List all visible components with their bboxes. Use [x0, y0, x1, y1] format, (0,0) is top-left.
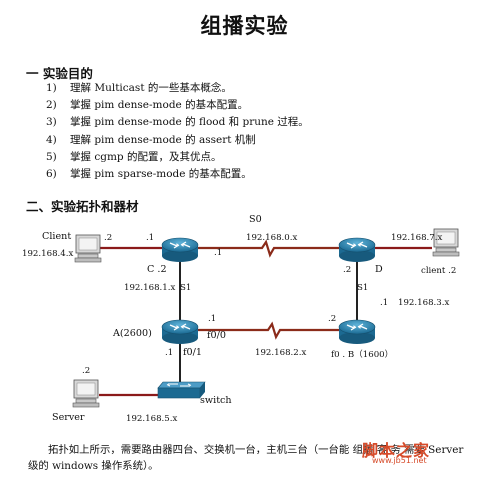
a-right-label: .1 [208, 314, 217, 324]
c-right-label: .1 [214, 248, 223, 258]
router-a-icon [161, 319, 199, 345]
client-name: Client [42, 231, 72, 242]
net-c-a-label: 192.168.1.x [124, 283, 176, 293]
c-left-label: .1 [146, 233, 155, 243]
router-c-label: C .2 [147, 264, 167, 275]
client-host-label: .2 [104, 233, 113, 243]
section-heading-topology: 二、实验拓扑和器材 [26, 199, 139, 214]
body-paragraph: 拓扑如上所示，需要路由器四台、交换机一台，主机三台（一台能 组播 客 务 需要 … [28, 444, 464, 472]
net-d-client2-label: 192.168.7.x [391, 233, 443, 243]
router-c-icon [161, 237, 199, 263]
d-down-label: .1 [380, 298, 389, 308]
objectives-list: 1)理解 Multicast 的一些基本概念。 2)掌握 pim dense-m… [46, 80, 309, 183]
link-a-b-serial [198, 321, 340, 340]
f01-label: f0/1 [183, 347, 202, 358]
f00-label: f0/0 [207, 330, 226, 341]
net-server-label: 192.168.5.x [126, 414, 178, 424]
client-pc-icon [74, 234, 102, 263]
list-item: 4)理解 pim dense-mode 的 assert 机制 [46, 133, 256, 146]
client-net-label: 192.168.4.x [22, 249, 74, 259]
router-a-label: A(2600) [113, 328, 152, 339]
list-item: 2)掌握 pim dense-mode 的基本配置。 [46, 99, 249, 112]
router-d-label: D [375, 264, 383, 275]
watermark-url: www.jb51.net [372, 456, 427, 465]
b-left-label: .2 [328, 314, 337, 324]
net-c-d-label: 192.168.0.x [246, 233, 298, 243]
net-a-b-label: 192.168.2.x [255, 348, 307, 358]
router-b-icon [338, 319, 376, 345]
s1-left-label: S1 [180, 283, 192, 293]
server-pc-icon [72, 379, 100, 408]
server-label: Server [52, 412, 85, 423]
list-item: 3)掌握 pim dense-mode 的 flood 和 prune 过程。 [46, 116, 309, 129]
page-title: 组播实验 [200, 13, 289, 38]
list-item: 5)掌握 cgmp 的配置，及其优点。 [46, 150, 222, 163]
router-d-icon [338, 237, 376, 263]
section-heading-objectives: 一 实验目的 [26, 66, 93, 81]
link-c-d-serial [198, 239, 340, 258]
list-item: 1)理解 Multicast 的一些基本概念。 [46, 82, 232, 94]
client2-label: client .2 [421, 266, 457, 276]
switch-icon [157, 381, 206, 399]
a-f01-dot-label: .1 [165, 348, 174, 358]
switch-label: switch [200, 395, 232, 406]
d-left-label: .2 [343, 265, 352, 275]
s1-right-label: S1 [357, 283, 369, 293]
watermark: 脚本之家 [362, 441, 431, 460]
router-b-label: f0 . B（1600） [331, 350, 394, 360]
s0-label: S0 [249, 214, 262, 225]
server-host-label: .2 [82, 366, 91, 376]
list-item: 6)掌握 pim sparse-mode 的基本配置。 [46, 167, 252, 180]
net-d-b-label: 192.168.3.x [398, 298, 450, 308]
